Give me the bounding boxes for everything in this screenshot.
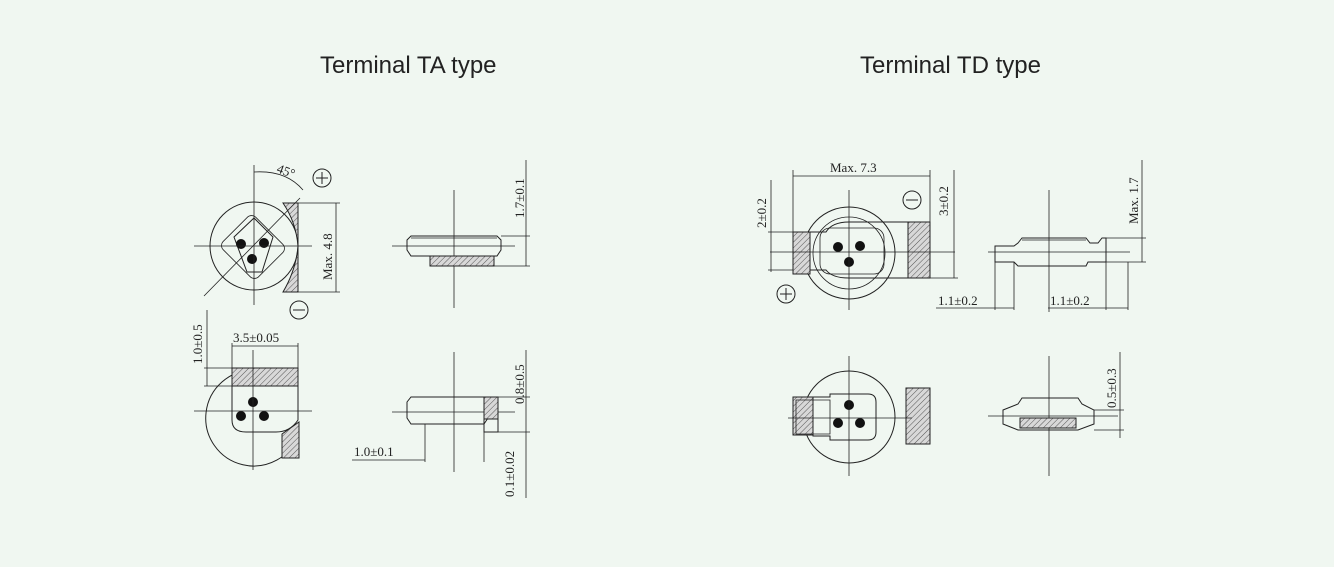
ta-side-view: 1.7±0.1 — [392, 160, 530, 308]
ta-max-dia-label: Max. 4.8 — [320, 233, 335, 280]
td-left-tab-label: 2±0.2 — [754, 198, 769, 228]
td-lead-left-label: 1.1±0.2 — [938, 293, 978, 308]
ta-plus-icon — [312, 168, 332, 188]
td-max-len-label: Max. 7.3 — [830, 160, 877, 175]
ta-height-label: 1.7±0.1 — [512, 178, 527, 218]
ta-angle-label: 45° — [275, 161, 297, 181]
td-bottom-side-view: 0.5±0.3 — [988, 352, 1124, 476]
ta-minus-icon — [289, 300, 309, 320]
td-max-height-label: Max. 1.7 — [1126, 177, 1141, 224]
td-bottom-h-label: 0.5±0.3 — [1104, 368, 1119, 408]
td-lead-right-label: 1.1±0.2 — [1050, 293, 1090, 308]
ta-thickness-label: 0.1±0.02 — [502, 451, 517, 497]
td-plus-icon — [776, 284, 796, 304]
td-minus-icon — [902, 190, 922, 210]
ta-width-label: 3.5±0.05 — [233, 330, 279, 345]
ta-tab-height-label: 1.0±0.5 — [190, 324, 205, 364]
ta-standoff-label: 0.8±0.5 — [512, 364, 527, 404]
ta-bottom-view: 3.5±0.05 1.0±0.5 — [190, 310, 312, 470]
td-side-view: 1.1±0.2 1.1±0.2 Max. 1.7 — [936, 160, 1146, 312]
td-right-tab-label: 3±0.2 — [936, 186, 951, 216]
ta-bottom-side-view: 0.8±0.5 0.1±0.02 1.0±0.1 — [352, 350, 530, 498]
ta-top-view: 45° Max. 4.8 — [194, 161, 340, 320]
title-terminal-td: Terminal TD type — [860, 52, 1041, 79]
td-bottom-view — [788, 356, 931, 476]
ta-lead-len-label: 1.0±0.1 — [354, 444, 394, 459]
td-top-view: Max. 7.3 2±0.2 3±0.2 — [754, 160, 958, 310]
title-terminal-ta: Terminal TA type — [320, 52, 497, 79]
